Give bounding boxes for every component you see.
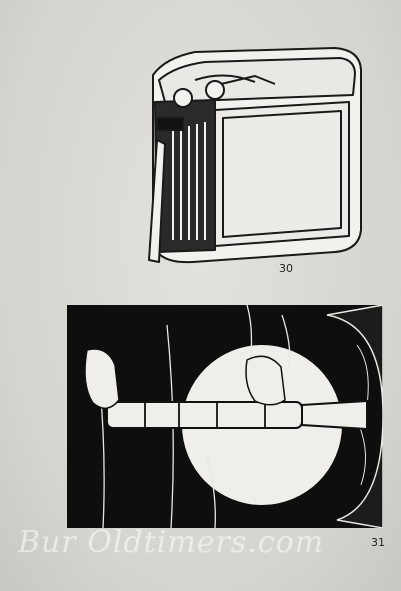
figure-number-31: 31	[371, 536, 385, 549]
battery-cutaway-illustration	[148, 47, 362, 264]
watermark: Bur Oldtimers.com	[18, 525, 388, 560]
watermark-text: Bur Oldtimers.com	[18, 525, 325, 560]
figure-number-30: 30	[279, 262, 293, 275]
cylinder-in-hands-illustration	[67, 305, 383, 528]
